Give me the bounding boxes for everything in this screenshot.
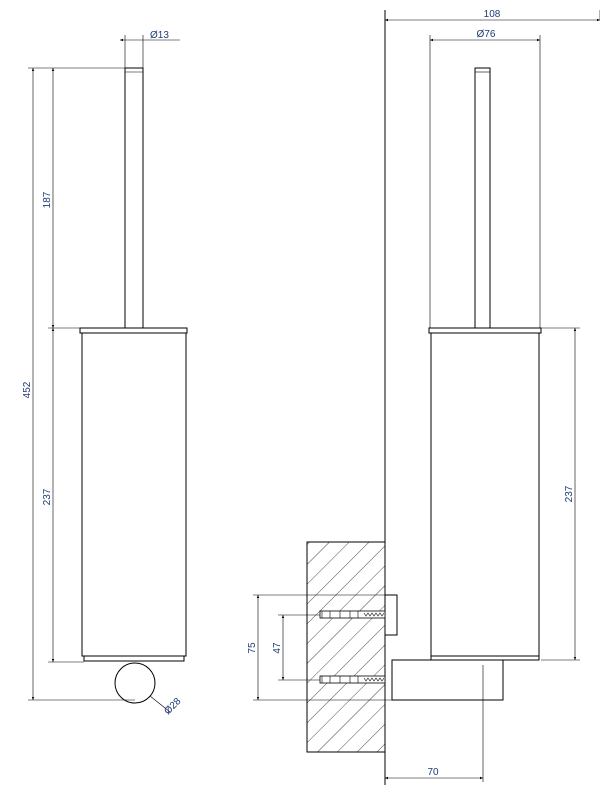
wall-anchor-screw (319, 610, 386, 619)
wall-anchor-screw (319, 675, 386, 684)
dim-bracket-height: 75 (247, 642, 258, 654)
holder-body-side (430, 332, 540, 657)
dim-arm-offset: 70 (427, 767, 439, 778)
dim-projection: 108 (484, 9, 501, 20)
side-view (253, 10, 600, 785)
wall-section-hatched (306, 541, 386, 753)
dim-body-height-side: 237 (564, 485, 575, 502)
dim-rod-diameter: Ø13 (150, 30, 169, 41)
dim-handle-length: 187 (42, 191, 53, 208)
wall-plate (384, 594, 398, 636)
dim-screw-spacing: 47 (272, 642, 283, 654)
brush-handle-side (474, 67, 491, 329)
support-arm (391, 659, 504, 701)
dim-body-height: 237 (42, 488, 53, 505)
dim-body-diameter: Ø76 (477, 29, 496, 40)
wall-mount-round (114, 662, 156, 704)
lid-flange (79, 327, 188, 334)
front-view (28, 35, 188, 713)
dim-mount-diameter: Ø28 (162, 696, 183, 717)
dim-total-height: 452 (22, 381, 33, 398)
brush-handle (124, 67, 144, 329)
holder-body (81, 332, 187, 657)
